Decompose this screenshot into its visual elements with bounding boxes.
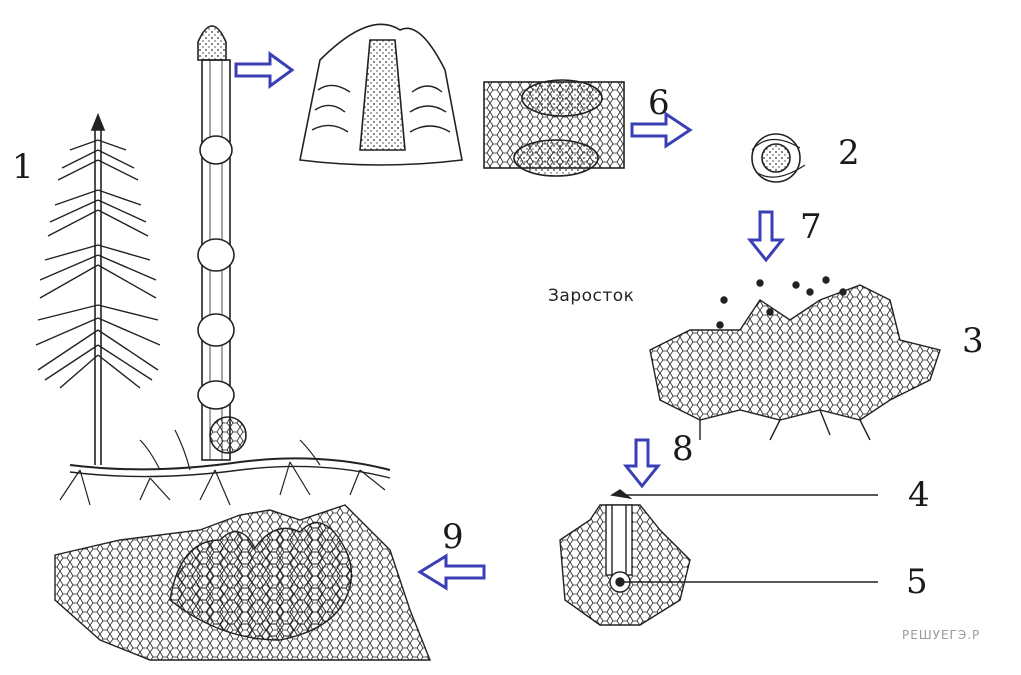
label-2: 2 — [838, 136, 860, 170]
archegonium — [560, 490, 690, 625]
watermark: РЕШУЕГЭ.Р — [902, 628, 980, 642]
label-7: 7 — [800, 210, 822, 244]
spore — [752, 134, 805, 182]
spore-bearing-shoot — [198, 26, 246, 460]
sporangium-section — [484, 80, 624, 176]
label-4: 4 — [908, 478, 930, 512]
arrow-down-icon — [750, 212, 782, 260]
prothallus-caption: Заросток — [548, 286, 634, 306]
label-9: 9 — [442, 520, 464, 554]
label-3: 3 — [962, 324, 984, 358]
arrow-down-icon — [626, 440, 658, 486]
arrow-left-icon — [420, 556, 484, 588]
vegetative-shoot — [36, 115, 390, 505]
arrow-right-icon — [236, 54, 292, 86]
label-8: 8 — [672, 432, 694, 466]
label-1: 1 — [12, 150, 34, 184]
prothallus — [650, 277, 940, 440]
embryo-sporophyte — [55, 505, 430, 660]
strobilus-section — [300, 24, 462, 165]
label-5: 5 — [906, 565, 928, 599]
label-6: 6 — [648, 86, 670, 120]
